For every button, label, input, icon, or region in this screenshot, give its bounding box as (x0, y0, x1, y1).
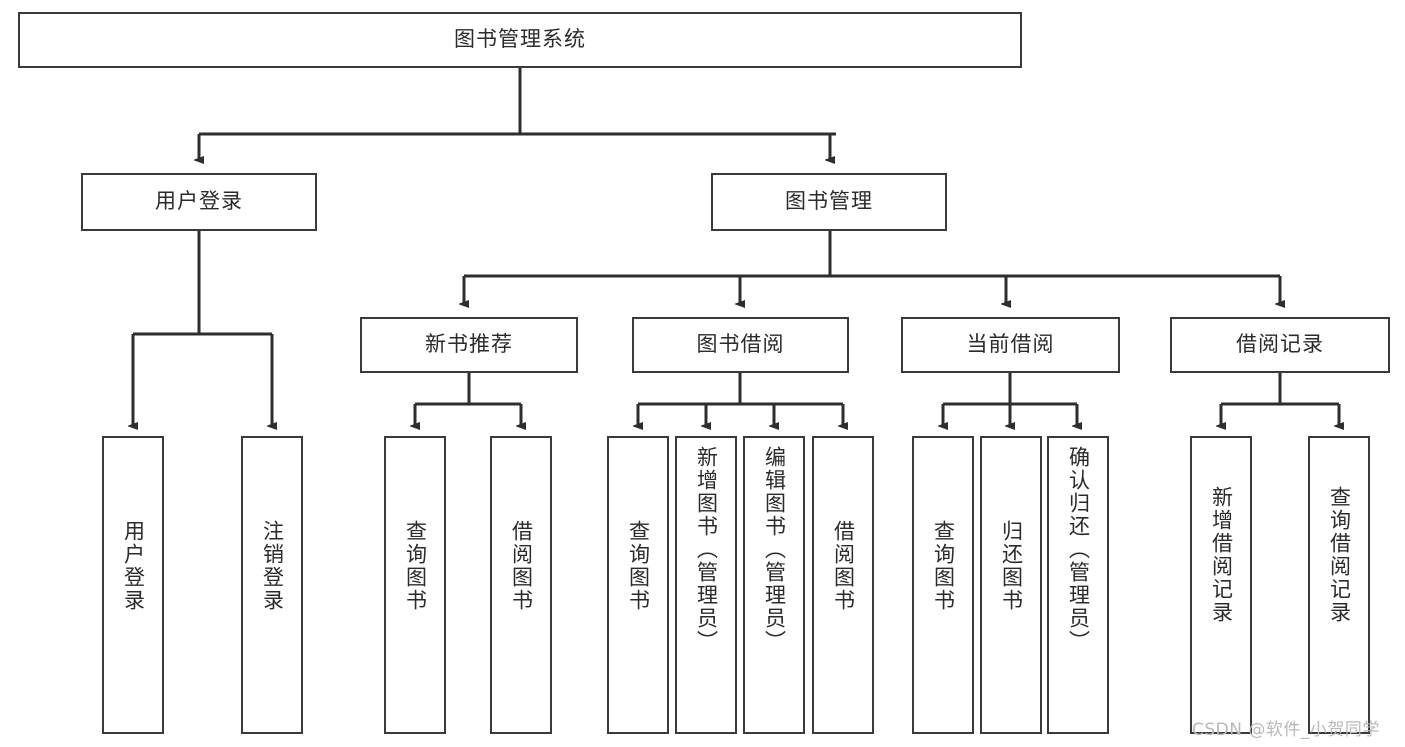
node-book-borrow[interactable]: 图书借阅 (632, 317, 849, 373)
node-leaf-add-record-label: 新增借阅记录 (1209, 486, 1234, 624)
node-leaf-query-book-3-label: 查询图书 (931, 520, 956, 612)
node-leaf-query-book-2[interactable]: 查询图书 (607, 436, 669, 734)
node-leaf-add-book[interactable]: 新增图书（管理员） (675, 436, 737, 734)
node-borrow-record-label: 借阅记录 (1236, 332, 1324, 357)
node-book-borrow-label: 图书借阅 (696, 332, 785, 357)
node-leaf-return-book[interactable]: 归还图书 (980, 436, 1042, 734)
node-leaf-user-login-label: 用户登录 (121, 520, 146, 612)
node-root[interactable]: 图书管理系统 (18, 12, 1022, 68)
node-leaf-confirm-return-label: 确认归还（管理员） (1066, 446, 1091, 653)
node-user-login-label: 用户登录 (155, 189, 243, 214)
node-leaf-borrow-book-2[interactable]: 借阅图书 (812, 436, 874, 734)
node-leaf-add-record[interactable]: 新增借阅记录 (1190, 436, 1252, 734)
node-book-manage-label: 图书管理 (785, 189, 873, 214)
node-leaf-query-book-2-label: 查询图书 (626, 520, 651, 612)
node-leaf-borrow-book-1[interactable]: 借阅图书 (490, 436, 552, 734)
node-leaf-logout-label: 注销登录 (260, 520, 285, 612)
node-leaf-add-book-label: 新增图书（管理员） (694, 446, 719, 653)
node-leaf-confirm-return[interactable]: 确认归还（管理员） (1047, 436, 1109, 734)
node-new-book-rec-label: 新书推荐 (425, 332, 513, 357)
node-borrow-record[interactable]: 借阅记录 (1170, 317, 1390, 373)
node-leaf-user-login[interactable]: 用户登录 (102, 436, 164, 734)
node-leaf-query-book-3[interactable]: 查询图书 (912, 436, 974, 734)
csdn-watermark: CSDN @软件_小贺同学 (1192, 720, 1380, 740)
node-leaf-query-record[interactable]: 查询借阅记录 (1308, 436, 1370, 734)
node-leaf-logout[interactable]: 注销登录 (241, 436, 303, 734)
node-leaf-borrow-book-2-label: 借阅图书 (831, 520, 856, 612)
node-book-manage[interactable]: 图书管理 (711, 173, 947, 231)
node-leaf-query-record-label: 查询借阅记录 (1327, 486, 1352, 624)
node-leaf-edit-book[interactable]: 编辑图书（管理员） (743, 436, 805, 734)
node-leaf-query-book-1-label: 查询图书 (403, 520, 428, 612)
node-leaf-edit-book-label: 编辑图书（管理员） (762, 446, 787, 653)
node-root-label: 图书管理系统 (454, 27, 586, 52)
node-new-book-rec[interactable]: 新书推荐 (360, 317, 578, 373)
node-current-borrow-label: 当前借阅 (966, 332, 1055, 357)
node-leaf-borrow-book-1-label: 借阅图书 (509, 520, 534, 612)
node-current-borrow[interactable]: 当前借阅 (901, 317, 1120, 373)
node-leaf-return-book-label: 归还图书 (999, 520, 1024, 612)
node-leaf-query-book-1[interactable]: 查询图书 (384, 436, 446, 734)
node-user-login[interactable]: 用户登录 (81, 173, 317, 231)
